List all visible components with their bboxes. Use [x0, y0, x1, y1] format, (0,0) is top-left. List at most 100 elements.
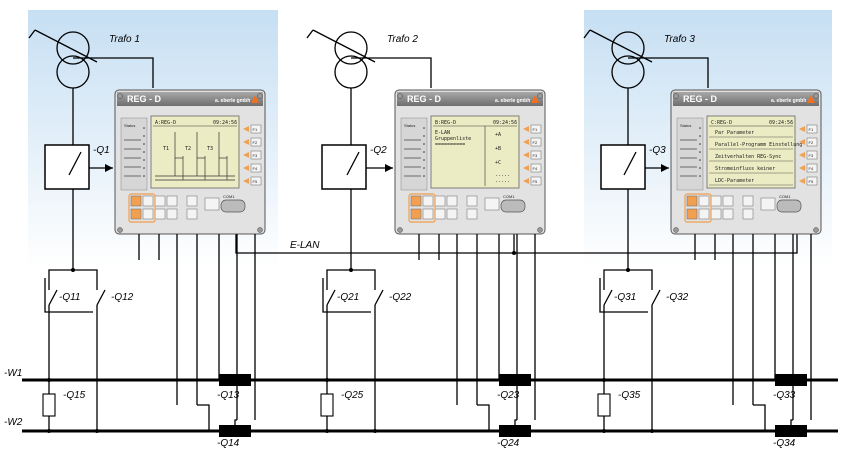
- status-label: Status: [124, 123, 135, 128]
- keypad-button[interactable]: [434, 195, 446, 207]
- lcd-clock: 09:24:56: [213, 120, 237, 126]
- lcd-line: ==========: [435, 142, 465, 148]
- tap-changer-label: -Q3: [649, 145, 666, 156]
- keypad-button[interactable]: [166, 208, 178, 220]
- menu-button[interactable]: [760, 197, 776, 211]
- function-key-button[interactable]: [530, 176, 542, 186]
- breaker-label: -Q21: [337, 292, 359, 303]
- keypad-button[interactable]: [130, 208, 142, 220]
- keypad-button[interactable]: [130, 195, 142, 207]
- keypad-button[interactable]: [186, 195, 198, 207]
- disconnector-label: -Q34: [773, 438, 796, 449]
- screw-icon: [117, 93, 123, 99]
- warning-icon: [531, 95, 539, 103]
- keypad-button[interactable]: [446, 208, 458, 220]
- status-label: Status: [680, 123, 691, 128]
- disconnector-block: [219, 425, 251, 437]
- lcd-dots: .....: [495, 178, 510, 184]
- keypad-button[interactable]: [698, 195, 710, 207]
- warning-icon: [251, 95, 259, 103]
- keypad-button[interactable]: [722, 195, 734, 207]
- disconnector-label: -Q23: [497, 390, 520, 401]
- menu-button[interactable]: [484, 197, 500, 211]
- function-key-label: F3: [533, 153, 538, 158]
- keypad-button[interactable]: [410, 195, 422, 207]
- keypad-button[interactable]: [742, 195, 754, 207]
- function-key-button[interactable]: [806, 124, 818, 134]
- arrow-left-icon: [243, 139, 249, 145]
- busbar-w2-label: -W2: [4, 417, 23, 428]
- com-port-icon: [220, 199, 246, 213]
- lcd-screen: [150, 115, 240, 189]
- menu-button[interactable]: [204, 197, 220, 211]
- screw-icon: [673, 227, 679, 233]
- lcd-menu-item: Stromeinfluss keiner: [715, 166, 775, 172]
- arrow-left-icon: [243, 178, 249, 184]
- keypad-button[interactable]: [410, 208, 422, 220]
- com-port-label: COM1: [223, 194, 235, 199]
- tap-changer-box: [44, 144, 90, 190]
- lcd-menu-item: Zeitverhalten REG-Sync: [715, 154, 781, 160]
- transformer-icon: [334, 55, 368, 89]
- lcd-diagram-label: T1: [163, 146, 169, 152]
- keypad-button[interactable]: [166, 195, 178, 207]
- function-key-button[interactable]: [530, 137, 542, 147]
- function-key-label: F4: [253, 166, 258, 171]
- lcd-menu-item: Parallel-Programm Einstellung: [715, 142, 802, 148]
- com-port-icon: [776, 199, 802, 213]
- function-key-button[interactable]: [806, 150, 818, 160]
- keypad-button[interactable]: [186, 208, 198, 220]
- lcd-line: E-LAN: [435, 130, 450, 136]
- keypad-button[interactable]: [686, 195, 698, 207]
- keypad-button[interactable]: [710, 195, 722, 207]
- keypad-button[interactable]: [742, 208, 754, 220]
- screw-icon: [673, 93, 679, 99]
- screw-icon: [813, 93, 819, 99]
- keypad-button[interactable]: [698, 208, 710, 220]
- keypad-button[interactable]: [434, 208, 446, 220]
- function-key-button[interactable]: [530, 150, 542, 160]
- tap-changer-box: [600, 144, 646, 190]
- disconnector-block: [219, 374, 251, 386]
- breaker-label: -Q22: [389, 292, 412, 303]
- lcd-clock: 09:24:56: [769, 120, 793, 126]
- function-key-button[interactable]: [806, 163, 818, 173]
- tap-changer-label: -Q1: [93, 145, 110, 156]
- screw-icon: [397, 93, 403, 99]
- keypad-button[interactable]: [154, 208, 166, 220]
- keypad-button[interactable]: [686, 208, 698, 220]
- keypad-button[interactable]: [142, 195, 154, 207]
- keypad-button[interactable]: [710, 208, 722, 220]
- keypad-button[interactable]: [446, 195, 458, 207]
- function-key-button[interactable]: [250, 163, 262, 173]
- keypad-button[interactable]: [422, 208, 434, 220]
- keypad-button[interactable]: [142, 208, 154, 220]
- function-key-button[interactable]: [250, 150, 262, 160]
- function-key-button[interactable]: [530, 163, 542, 173]
- keypad-button[interactable]: [422, 195, 434, 207]
- arrow-left-icon: [243, 165, 249, 171]
- device-title: REG - D: [407, 94, 442, 104]
- keypad-button[interactable]: [154, 195, 166, 207]
- arrow-left-icon: [799, 165, 805, 171]
- keypad-button[interactable]: [466, 195, 478, 207]
- function-key-button[interactable]: [806, 137, 818, 147]
- coupler-label: -Q35: [618, 390, 641, 401]
- lcd-group-item: +A: [495, 132, 501, 138]
- keypad-button[interactable]: [466, 208, 478, 220]
- function-key-button[interactable]: [530, 124, 542, 134]
- lcd-group-item: +C: [495, 160, 501, 166]
- function-key-button[interactable]: [250, 124, 262, 134]
- arrow-left-icon: [799, 152, 805, 158]
- function-key-button[interactable]: [806, 176, 818, 186]
- function-key-button[interactable]: [250, 137, 262, 147]
- disconnector-label: -Q24: [497, 438, 520, 449]
- e-lan-label: E-LAN: [290, 240, 320, 251]
- lcd-header: A:REG-D: [155, 120, 176, 126]
- com-port-label: COM1: [503, 194, 515, 199]
- function-key-button[interactable]: [250, 176, 262, 186]
- function-key-label: F5: [253, 179, 258, 184]
- keypad-button[interactable]: [722, 208, 734, 220]
